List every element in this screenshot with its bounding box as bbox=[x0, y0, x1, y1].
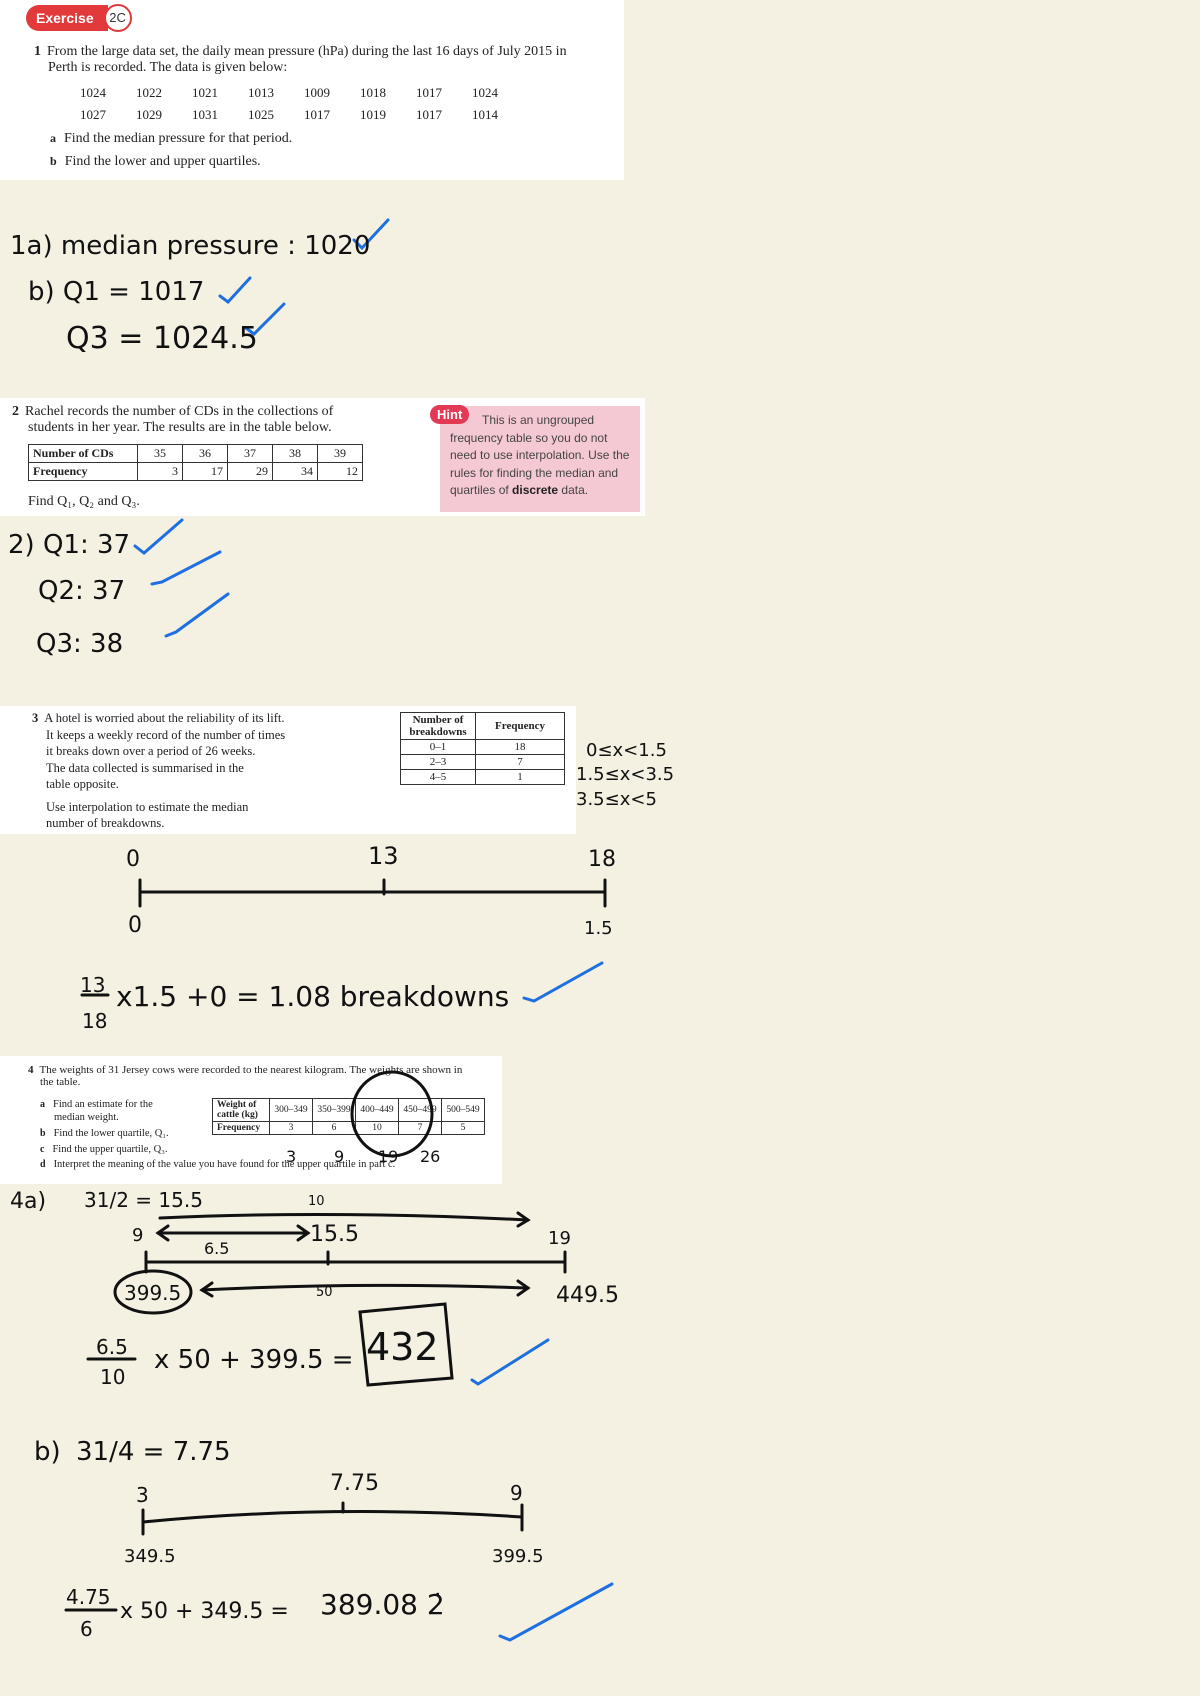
arrow-head bbox=[516, 1279, 531, 1297]
check-icon bbox=[244, 302, 286, 336]
number-line-label: 7.75 bbox=[330, 1471, 379, 1496]
number-line-label: 3 bbox=[136, 1483, 149, 1507]
number-line-label: 19 bbox=[548, 1228, 571, 1249]
arrow-head bbox=[155, 1224, 170, 1242]
class-boundary-2: 1.5≤x<3.5 bbox=[576, 764, 674, 785]
answer-2-q3: Q3: 38 bbox=[36, 629, 123, 659]
check-icon bbox=[218, 276, 252, 305]
check-icon bbox=[133, 518, 184, 555]
cumulative-freq: 26 bbox=[420, 1147, 440, 1166]
arrow-head bbox=[199, 1281, 214, 1298]
answer-4a-half: 31/2 = 15.5 bbox=[84, 1188, 203, 1212]
class-boundary-1: 0≤x<1.5 bbox=[586, 740, 667, 761]
answer-2-q1: 2) Q1: 37 bbox=[8, 530, 130, 560]
answer-4a-result: 432 bbox=[366, 1325, 439, 1369]
answer-4b-calc: x 50 + 349.5 = bbox=[120, 1599, 289, 1624]
gap-label: 6.5 bbox=[204, 1239, 229, 1258]
number-line-label: 15.5 bbox=[310, 1222, 359, 1247]
fraction-numerator: 4.75 bbox=[66, 1585, 111, 1609]
answer-4b-result: 389.08 2̇ bbox=[320, 1588, 445, 1621]
hint-label: Hint bbox=[430, 405, 470, 424]
fraction-denominator: 6 bbox=[80, 1617, 93, 1641]
circled-column bbox=[350, 1070, 434, 1158]
answer-1b-q3: Q3 = 1024.5 bbox=[66, 321, 258, 356]
answer-4b-quarter: 31/4 = 7.75 bbox=[76, 1437, 231, 1467]
arrow-line bbox=[200, 1283, 530, 1292]
arrow-head bbox=[296, 1224, 311, 1242]
number-line-label: 349.5 bbox=[124, 1546, 176, 1567]
arrow-head bbox=[516, 1211, 531, 1228]
number-line-q4b bbox=[141, 1510, 524, 1524]
cumulative-freq: 9 bbox=[334, 1147, 344, 1166]
question-number: 1 bbox=[34, 44, 41, 59]
hint-text: This is an ungrouped frequency table so … bbox=[450, 413, 630, 497]
fraction-denominator: 10 bbox=[100, 1365, 125, 1389]
number-line-label: 399.5 bbox=[124, 1281, 181, 1305]
answer-1b-q1: b) Q1 = 1017 bbox=[28, 277, 204, 307]
class-boundary-3: 3.5≤x<5 bbox=[576, 789, 657, 810]
answer-4a-label: 4a) bbox=[10, 1189, 46, 1214]
exercise-number: 2C bbox=[103, 4, 132, 32]
answer-2-q2: Q2: 37 bbox=[38, 576, 125, 606]
answer-4a-calc: x 50 + 399.5 = bbox=[154, 1345, 354, 1375]
answer-1a: 1a) median pressure : 1020 bbox=[10, 231, 370, 261]
check-icon bbox=[352, 218, 390, 251]
number-line-label: 13 bbox=[368, 842, 399, 870]
number-line-label: 9 bbox=[510, 1481, 523, 1505]
number-line-label: 0 bbox=[128, 913, 142, 938]
fraction-numerator: 13 bbox=[80, 973, 105, 997]
hint-box bbox=[440, 406, 640, 512]
number-line-label: 449.5 bbox=[556, 1283, 619, 1308]
cumulative-freq: 19 bbox=[378, 1147, 398, 1166]
number-line-label: 1.5 bbox=[584, 918, 613, 939]
exercise-badge: Exercise 2C bbox=[26, 4, 132, 32]
check-icon bbox=[498, 1582, 614, 1642]
number-line-label: 0 bbox=[126, 847, 140, 872]
answer-3-calc: x1.5 +0 = 1.08 breakdowns bbox=[116, 980, 509, 1013]
gap-label: 50 bbox=[316, 1285, 333, 1300]
check-icon bbox=[150, 550, 222, 586]
fraction-numerator: 6.5 bbox=[96, 1335, 128, 1359]
fraction-denominator: 18 bbox=[82, 1009, 107, 1033]
answer-4b-label: b) bbox=[34, 1437, 61, 1467]
gap-label: 10 bbox=[308, 1194, 325, 1209]
check-icon bbox=[470, 1338, 550, 1386]
number-line-label: 18 bbox=[588, 847, 616, 872]
check-marks bbox=[133, 218, 614, 1642]
question-2-find: Find Q₁, Q₂ and Q₃. bbox=[28, 494, 140, 509]
answer-box bbox=[358, 1302, 454, 1387]
number-line-label: 399.5 bbox=[492, 1546, 544, 1567]
exercise-label: Exercise bbox=[26, 5, 108, 31]
check-icon bbox=[522, 961, 604, 1003]
check-icon bbox=[164, 592, 230, 638]
cumulative-freq: 3 bbox=[286, 1147, 296, 1166]
circled-value bbox=[113, 1269, 193, 1315]
arrow-line bbox=[158, 1212, 530, 1222]
number-line-label: 9 bbox=[132, 1225, 143, 1246]
